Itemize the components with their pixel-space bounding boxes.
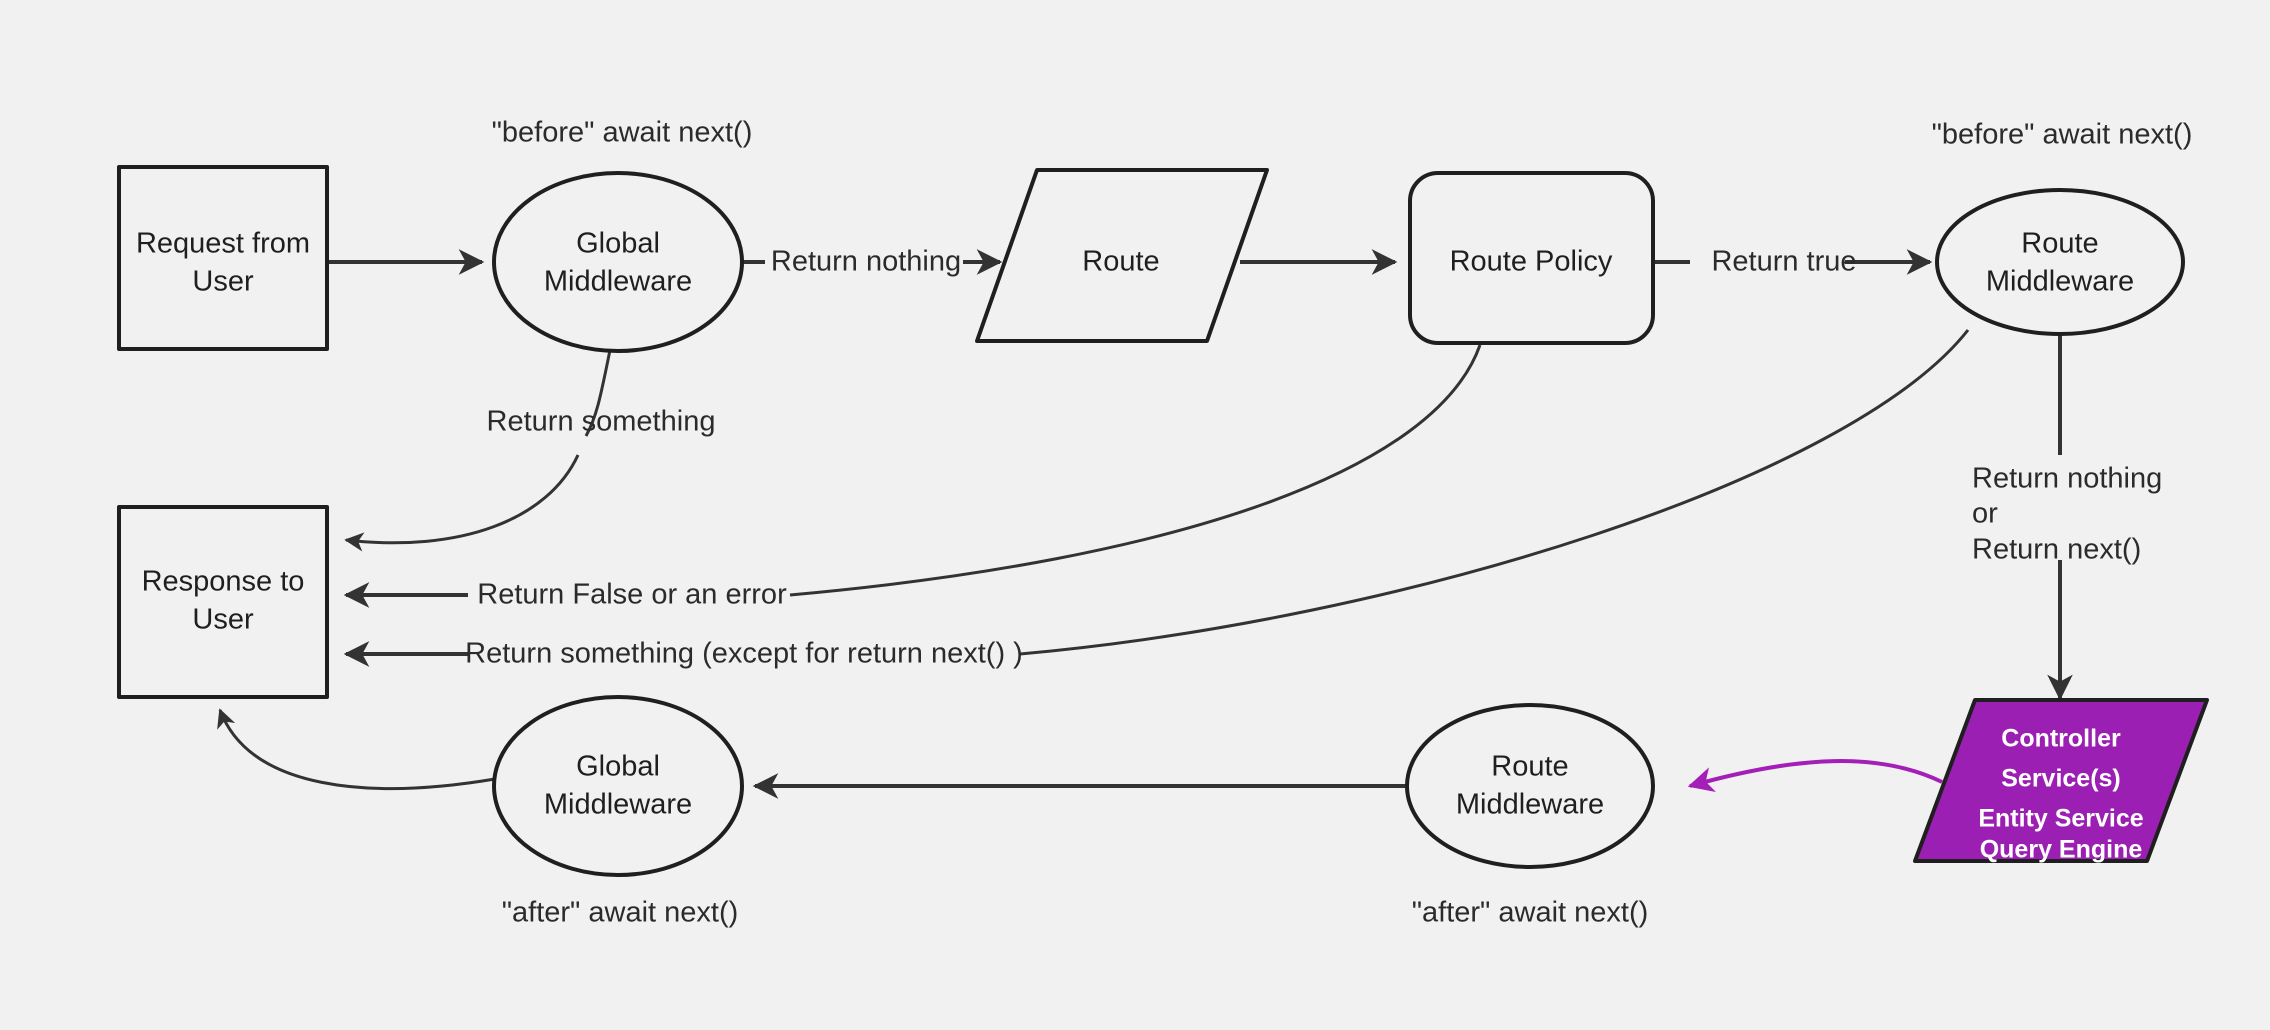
edge-label-return-something-except: Return something (except for return next… [465,638,1023,670]
annotation-after-await-next-route: "after" await next() [1412,897,1649,929]
edge-label-return-nothing-or-next-line2: or [1972,498,1998,530]
edge-global-return-something-lower [344,454,580,552]
node-route-policy-label: Route Policy [1450,246,1613,278]
node-controller-line4: Query Engine [1980,836,2143,864]
edge-controller-to-route-middleware-after [1687,759,1943,793]
node-controller-line1: Controller [2001,725,2121,753]
node-response-to-user-line1: Response to [142,566,305,598]
annotation-before-await-next-route: "before" await next() [1932,119,2193,151]
edge-global-middleware-after-to-response [217,708,496,790]
node-controller-line2: Service(s) [2001,765,2121,793]
node-global-middleware-before-line2: Middleware [544,266,692,298]
edge-label-return-nothing-or-next-line1: Return nothing [1972,463,2162,495]
node-route-middleware-before-line2: Middleware [1986,266,2134,298]
node-global-middleware-before-line1: Global [576,228,660,260]
node-route-middleware-after-line1: Route [1491,751,1568,783]
node-controller-line3: Entity Service [1978,805,2143,833]
node-route-label: Route [1082,246,1159,278]
node-global-middleware-before[interactable] [492,171,744,353]
edge-global-return-something-upper [584,349,612,437]
node-route-middleware-after-line2: Middleware [1456,789,1604,821]
edge-policy-return-false-right [789,344,1482,597]
edge-label-return-true: Return true [1711,246,1856,278]
edge-label-return-nothing-or-next-line3: Return next() [1972,534,2141,566]
node-response-to-user-line2: User [192,604,254,636]
node-route-middleware-after[interactable] [1405,703,1655,869]
node-route[interactable] [975,168,1269,343]
edge-rm-return-something-right [1019,329,1970,656]
annotation-before-await-next-global: "before" await next() [492,117,753,149]
node-route-policy[interactable] [1408,171,1655,345]
node-route-middleware-before-line1: Route [2021,228,2098,260]
node-response-to-user[interactable] [117,505,329,699]
node-global-middleware-after-line2: Middleware [544,789,692,821]
edge-label-return-nothing: Return nothing [771,246,961,278]
edge-label-return-something-top: Return something [487,406,716,438]
node-controller-services[interactable] [1913,698,2209,863]
node-request-from-user-line2: User [192,266,254,298]
annotation-after-await-next-global: "after" await next() [502,897,739,929]
node-request-from-user-line1: Request from [136,228,310,260]
node-global-middleware-after[interactable] [492,695,744,877]
node-global-middleware-after-line1: Global [576,751,660,783]
node-route-middleware-before[interactable] [1935,188,2185,336]
edge-label-return-false-or-error: Return False or an error [477,579,787,611]
node-request-from-user[interactable] [117,165,329,351]
